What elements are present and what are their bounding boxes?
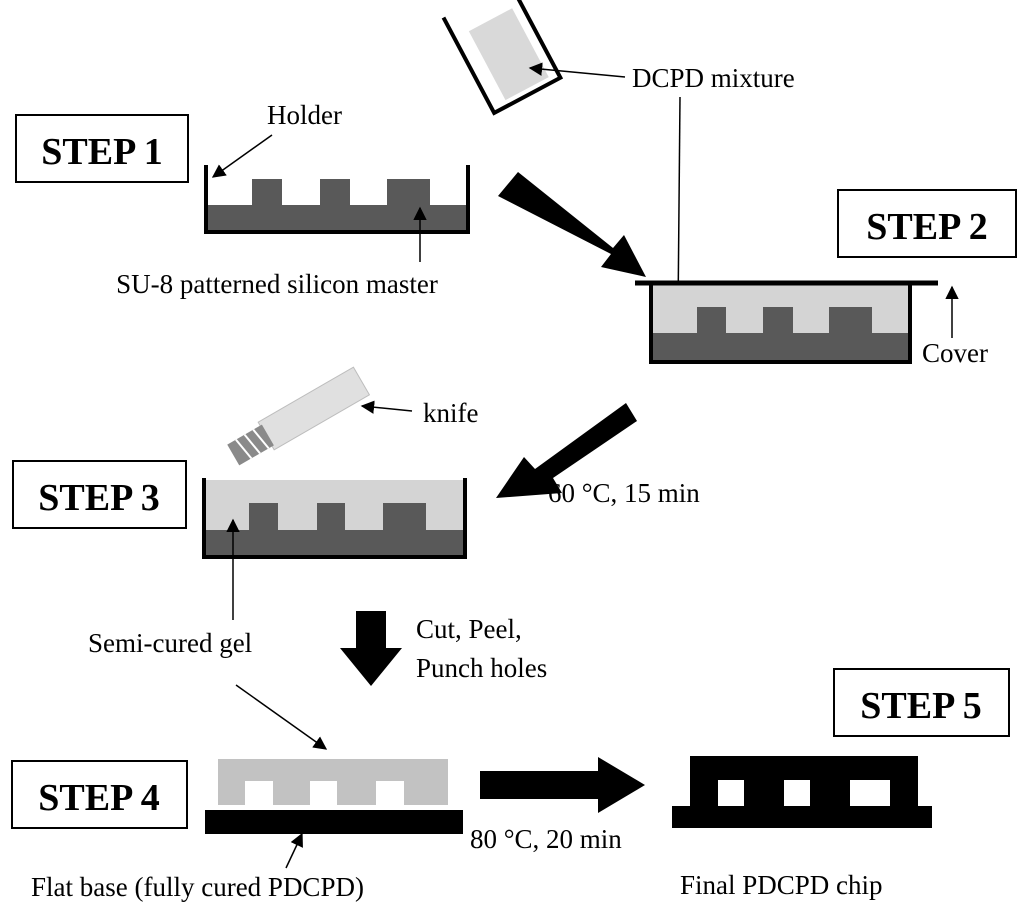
step3-label: STEP 3 bbox=[38, 477, 159, 519]
step3-box bbox=[12, 460, 187, 529]
knife bbox=[227, 366, 371, 466]
knife-body bbox=[257, 366, 371, 451]
step4-box bbox=[11, 760, 188, 829]
dcpd-cup-group: DCPD mixture bbox=[441, 0, 795, 316]
dcpd-cup-liquid bbox=[468, 8, 549, 101]
arrow-step3-to-step4 bbox=[340, 611, 402, 686]
gel-to-step4-pointer bbox=[235, 684, 328, 750]
dcpd-cup bbox=[441, 0, 564, 116]
step3-group: STEP 3 knife Semi-cured gel bbox=[12, 366, 478, 658]
dcpd-cup-walls bbox=[441, 0, 564, 116]
flat-base-label: Flat base (fully cured PDCPD) bbox=[31, 872, 364, 902]
step5-label: STEP 5 bbox=[860, 685, 981, 727]
step4-peeled-gel bbox=[218, 759, 448, 805]
step5-group: STEP 5 Final PDCPD chip bbox=[672, 668, 1010, 900]
step4-flat-base bbox=[205, 810, 463, 834]
step2-holder bbox=[649, 283, 912, 364]
step1-holder bbox=[204, 165, 470, 234]
step1-master bbox=[208, 179, 466, 230]
step3-mold bbox=[202, 478, 467, 559]
knife-blade bbox=[227, 424, 274, 466]
step2-mold bbox=[635, 280, 938, 364]
final-pdcpd-chip bbox=[672, 756, 932, 828]
step2-master bbox=[653, 307, 908, 360]
knife-label: knife bbox=[423, 398, 478, 428]
step1-group: STEP 1 Holder SU-8 patterned silicon mas… bbox=[15, 100, 470, 299]
arrow-step4-to-step5 bbox=[480, 757, 645, 813]
step4-group: STEP 4 Flat base (fully cured PDCPD) bbox=[11, 759, 463, 902]
step5-box bbox=[833, 668, 1010, 737]
cure1-label: 60 °C, 15 min bbox=[548, 478, 700, 508]
step3-master bbox=[206, 503, 463, 555]
knife-blade-segment bbox=[243, 433, 261, 455]
step3-holder bbox=[202, 478, 467, 559]
arrow-step1-to-step2 bbox=[498, 172, 646, 277]
holder-label: Holder bbox=[267, 100, 342, 130]
arrow-step2-to-step3 bbox=[496, 403, 637, 498]
knife-pointer bbox=[360, 400, 413, 414]
final-chip-label: Final PDCPD chip bbox=[680, 870, 883, 900]
step1-box bbox=[15, 114, 189, 183]
cut-label-line2: Punch holes bbox=[416, 653, 547, 683]
flat-base-pointer bbox=[285, 832, 303, 869]
step2-label: STEP 2 bbox=[866, 206, 987, 248]
master-label: SU-8 patterned silicon master bbox=[116, 269, 438, 299]
step4-label: STEP 4 bbox=[38, 777, 159, 819]
holder-pointer bbox=[211, 134, 273, 178]
step1-holder-with-master bbox=[204, 165, 470, 234]
dcpd-pointer bbox=[528, 62, 626, 78]
semi-cured-label: Semi-cured gel bbox=[88, 628, 252, 658]
cover-label: Cover bbox=[922, 338, 988, 368]
knife-blade-segment bbox=[235, 438, 253, 460]
dcpd-to-mold-pointer bbox=[671, 96, 685, 316]
step2-group: STEP 2 Cover bbox=[635, 189, 1017, 368]
step2-box bbox=[837, 189, 1017, 258]
step1-label: STEP 1 bbox=[41, 131, 162, 173]
dcpd-label: DCPD mixture bbox=[632, 63, 795, 93]
cure2-label: 80 °C, 20 min bbox=[470, 824, 622, 854]
knife-blade-segment bbox=[252, 428, 270, 450]
cut-label-line1: Cut, Peel, bbox=[416, 614, 522, 644]
